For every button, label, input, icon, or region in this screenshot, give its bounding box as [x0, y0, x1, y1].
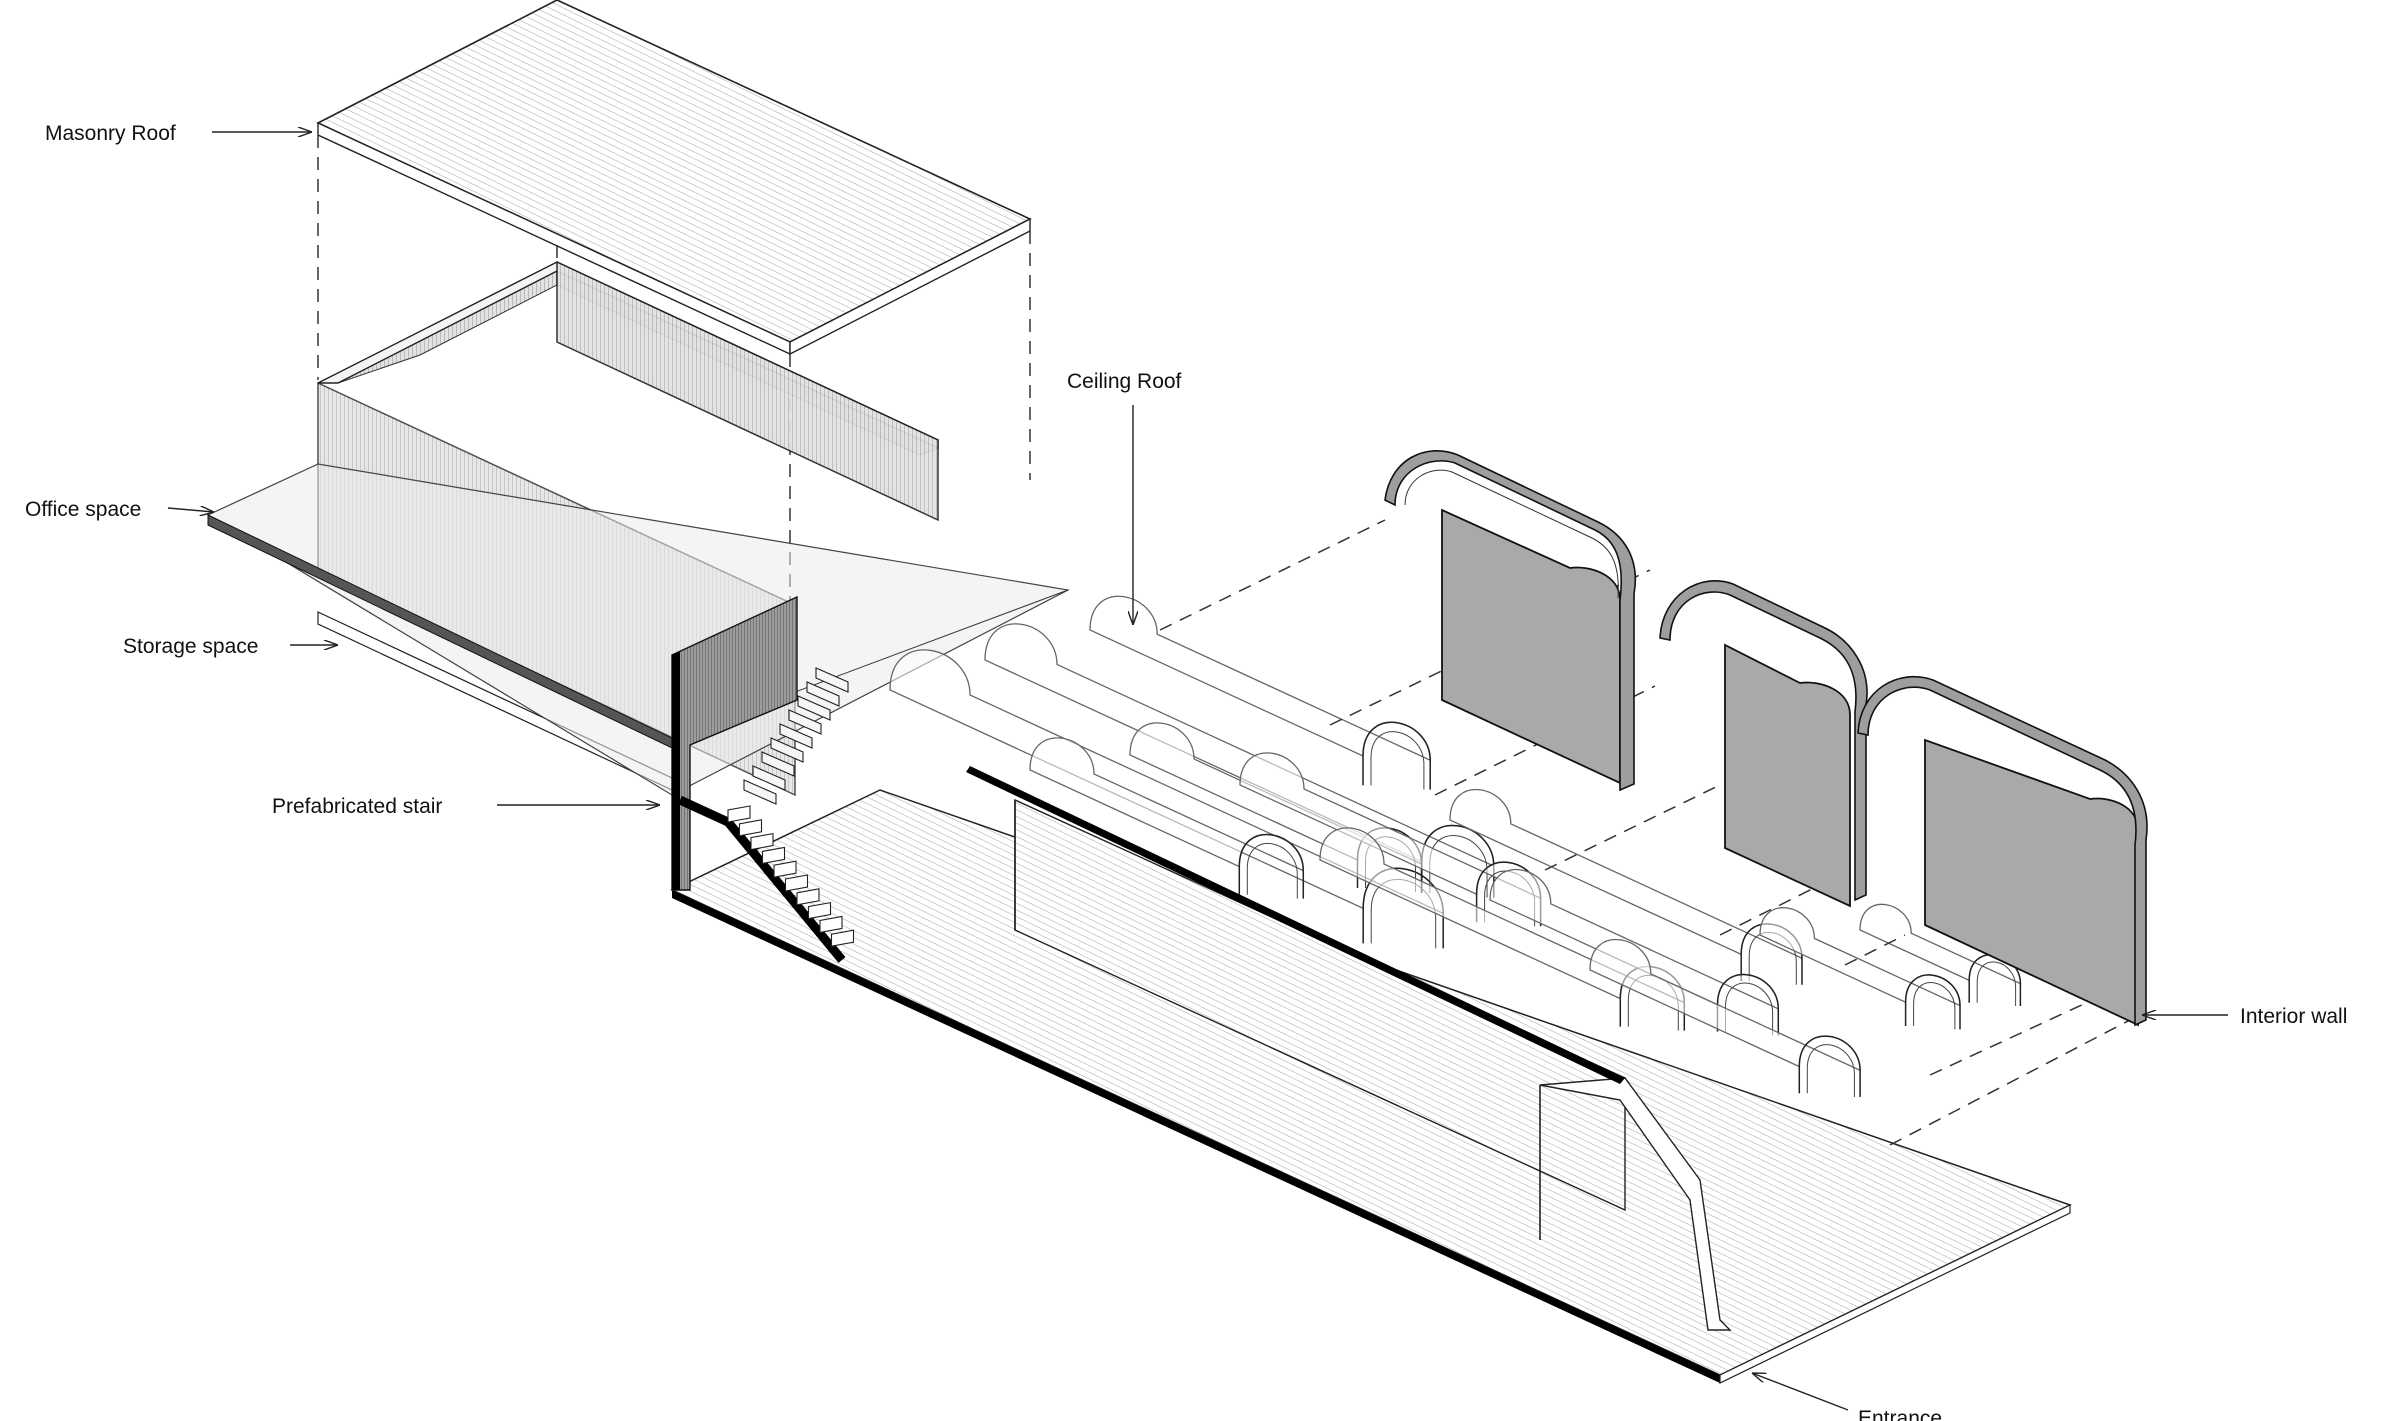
stair-tread: [750, 832, 774, 851]
stair-tread: [806, 681, 840, 707]
interior-wall-3: [1857, 675, 2148, 1027]
entrance-label: Entrance: [1858, 1407, 1942, 1421]
stair-tread: [819, 915, 843, 934]
vault-arch-inner: [1246, 843, 1298, 899]
office-space-label: Office space: [25, 498, 141, 521]
prefabricated-stair-label: Prefabricated stair: [272, 795, 442, 818]
vault-arch-inner: [1976, 961, 2017, 1006]
label-entrance: Entrance: [1752, 1373, 1942, 1421]
interior-wall-2: [1659, 580, 1868, 908]
label-interior-wall: Interior wall: [2142, 1005, 2347, 1028]
stair-tread: [797, 695, 831, 721]
masonry-roof-label: Masonry Roof: [45, 122, 176, 145]
vault-arch-rim: [1716, 973, 1780, 1036]
stair-tread: [761, 751, 795, 777]
prefabricated-stair: [671, 595, 855, 963]
interior-wall-label: Interior wall: [2240, 1005, 2347, 1028]
ceiling-roof-vaults: [889, 595, 2022, 1097]
stair-tread: [815, 667, 849, 693]
stair-tread: [779, 723, 813, 749]
masonry-roof-slab: [316, 0, 1032, 356]
entrance-corridor-wall: [966, 766, 1732, 1331]
stair-tread: [796, 888, 820, 906]
stair-tread: [784, 874, 809, 892]
stair-tread: [830, 929, 855, 947]
stair-steps: [727, 667, 855, 947]
stair-tread: [727, 805, 751, 823]
vault-arch-inner: [1913, 982, 1956, 1030]
ceiling-roof-label: Ceiling Roof: [1067, 370, 1182, 393]
vault-arch-rim: [1238, 833, 1305, 899]
vault-arch-rim: [1904, 974, 1961, 1030]
label-storage-space: Storage space: [123, 635, 338, 658]
stair-tread: [743, 779, 777, 805]
vault-arch-rim: [1362, 721, 1431, 790]
stair-tread: [807, 901, 832, 920]
vault-arch-inner: [1725, 982, 1774, 1036]
vault-arch-rim: [1798, 1035, 1861, 1097]
storage-space-label: Storage space: [123, 635, 258, 658]
vault-arch-inner: [1370, 731, 1425, 790]
stair-tread: [773, 860, 797, 878]
label-ceiling-roof: Ceiling Roof: [1067, 370, 1182, 625]
vault-arch-inner: [1806, 1044, 1855, 1097]
stair-tread: [752, 765, 786, 791]
label-masonry-roof: Masonry Roof: [45, 122, 312, 145]
stair-tread: [770, 737, 804, 763]
stair-tread: [761, 846, 786, 865]
stair-tread: [738, 819, 763, 837]
label-prefabricated-stair: Prefabricated stair: [272, 795, 660, 818]
interior-wall-1: [1384, 450, 1636, 792]
label-office-space: Office space: [25, 498, 214, 521]
stair-tread: [788, 709, 822, 735]
